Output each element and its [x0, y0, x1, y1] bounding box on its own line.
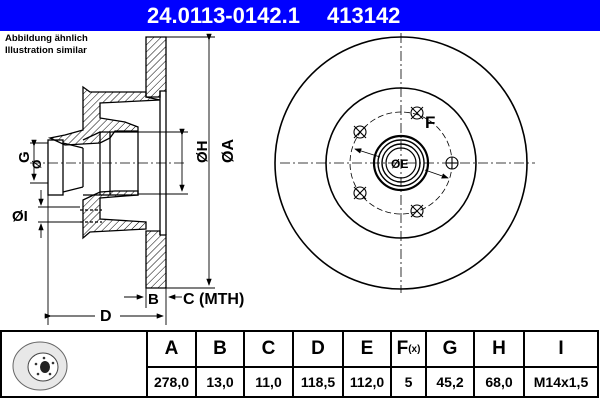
value-G: 45,2	[436, 374, 464, 390]
label-F: F	[425, 113, 435, 132]
header-F-letter: F	[396, 338, 409, 359]
brake-disc-thumbnail	[12, 341, 68, 391]
header-F: F(x)	[392, 332, 425, 367]
label-G-diameter: Ø	[30, 160, 44, 169]
header-C: C	[261, 338, 276, 359]
header-E: E	[360, 338, 374, 359]
label-H: ØH	[194, 141, 211, 164]
article-number: 413142	[327, 3, 401, 28]
part-number: 24.0113-0142.1	[147, 3, 300, 28]
front-view	[274, 33, 535, 293]
value-F: 5	[404, 374, 413, 390]
label-D: D	[100, 308, 112, 325]
header-I: I	[558, 338, 564, 359]
label-C: C (MTH)	[183, 291, 244, 308]
technical-drawing: G Ø ØI ØH ØA B C (MTH) D ØE F	[12, 33, 535, 325]
value-D: 118,5	[300, 374, 336, 390]
title-bar: 24.0113-0142.1 413142	[0, 0, 600, 31]
value-H: 68,0	[485, 374, 513, 390]
value-A: 278,0	[153, 374, 190, 390]
header-H: H	[492, 338, 506, 359]
value-B: 13,0	[206, 374, 234, 390]
label-I: ØI	[12, 208, 28, 225]
header-F-sup: (x)	[408, 344, 421, 355]
header-B: B	[213, 338, 227, 359]
bolt-holes	[353, 106, 459, 218]
value-C: 11,0	[255, 374, 282, 390]
note-english: Illustration similar	[5, 45, 87, 56]
value-E: 112,0	[349, 374, 385, 390]
header-G: G	[442, 338, 458, 359]
illustration-note: Abbildung ähnlich Illustration similar	[5, 33, 88, 57]
header-D: D	[311, 338, 325, 359]
dimensions-table: A B C D E F(x) G H I 278,0 13,0 11,0 118…	[0, 330, 599, 398]
label-A: ØA	[220, 139, 237, 163]
note-german: Abbildung ähnlich	[5, 33, 88, 44]
label-E: ØE	[391, 157, 408, 171]
label-G: G	[16, 151, 33, 163]
label-B: B	[148, 291, 159, 308]
value-I: M14x1,5	[533, 374, 589, 390]
side-view-section	[47, 36, 167, 289]
header-A: A	[164, 338, 179, 359]
